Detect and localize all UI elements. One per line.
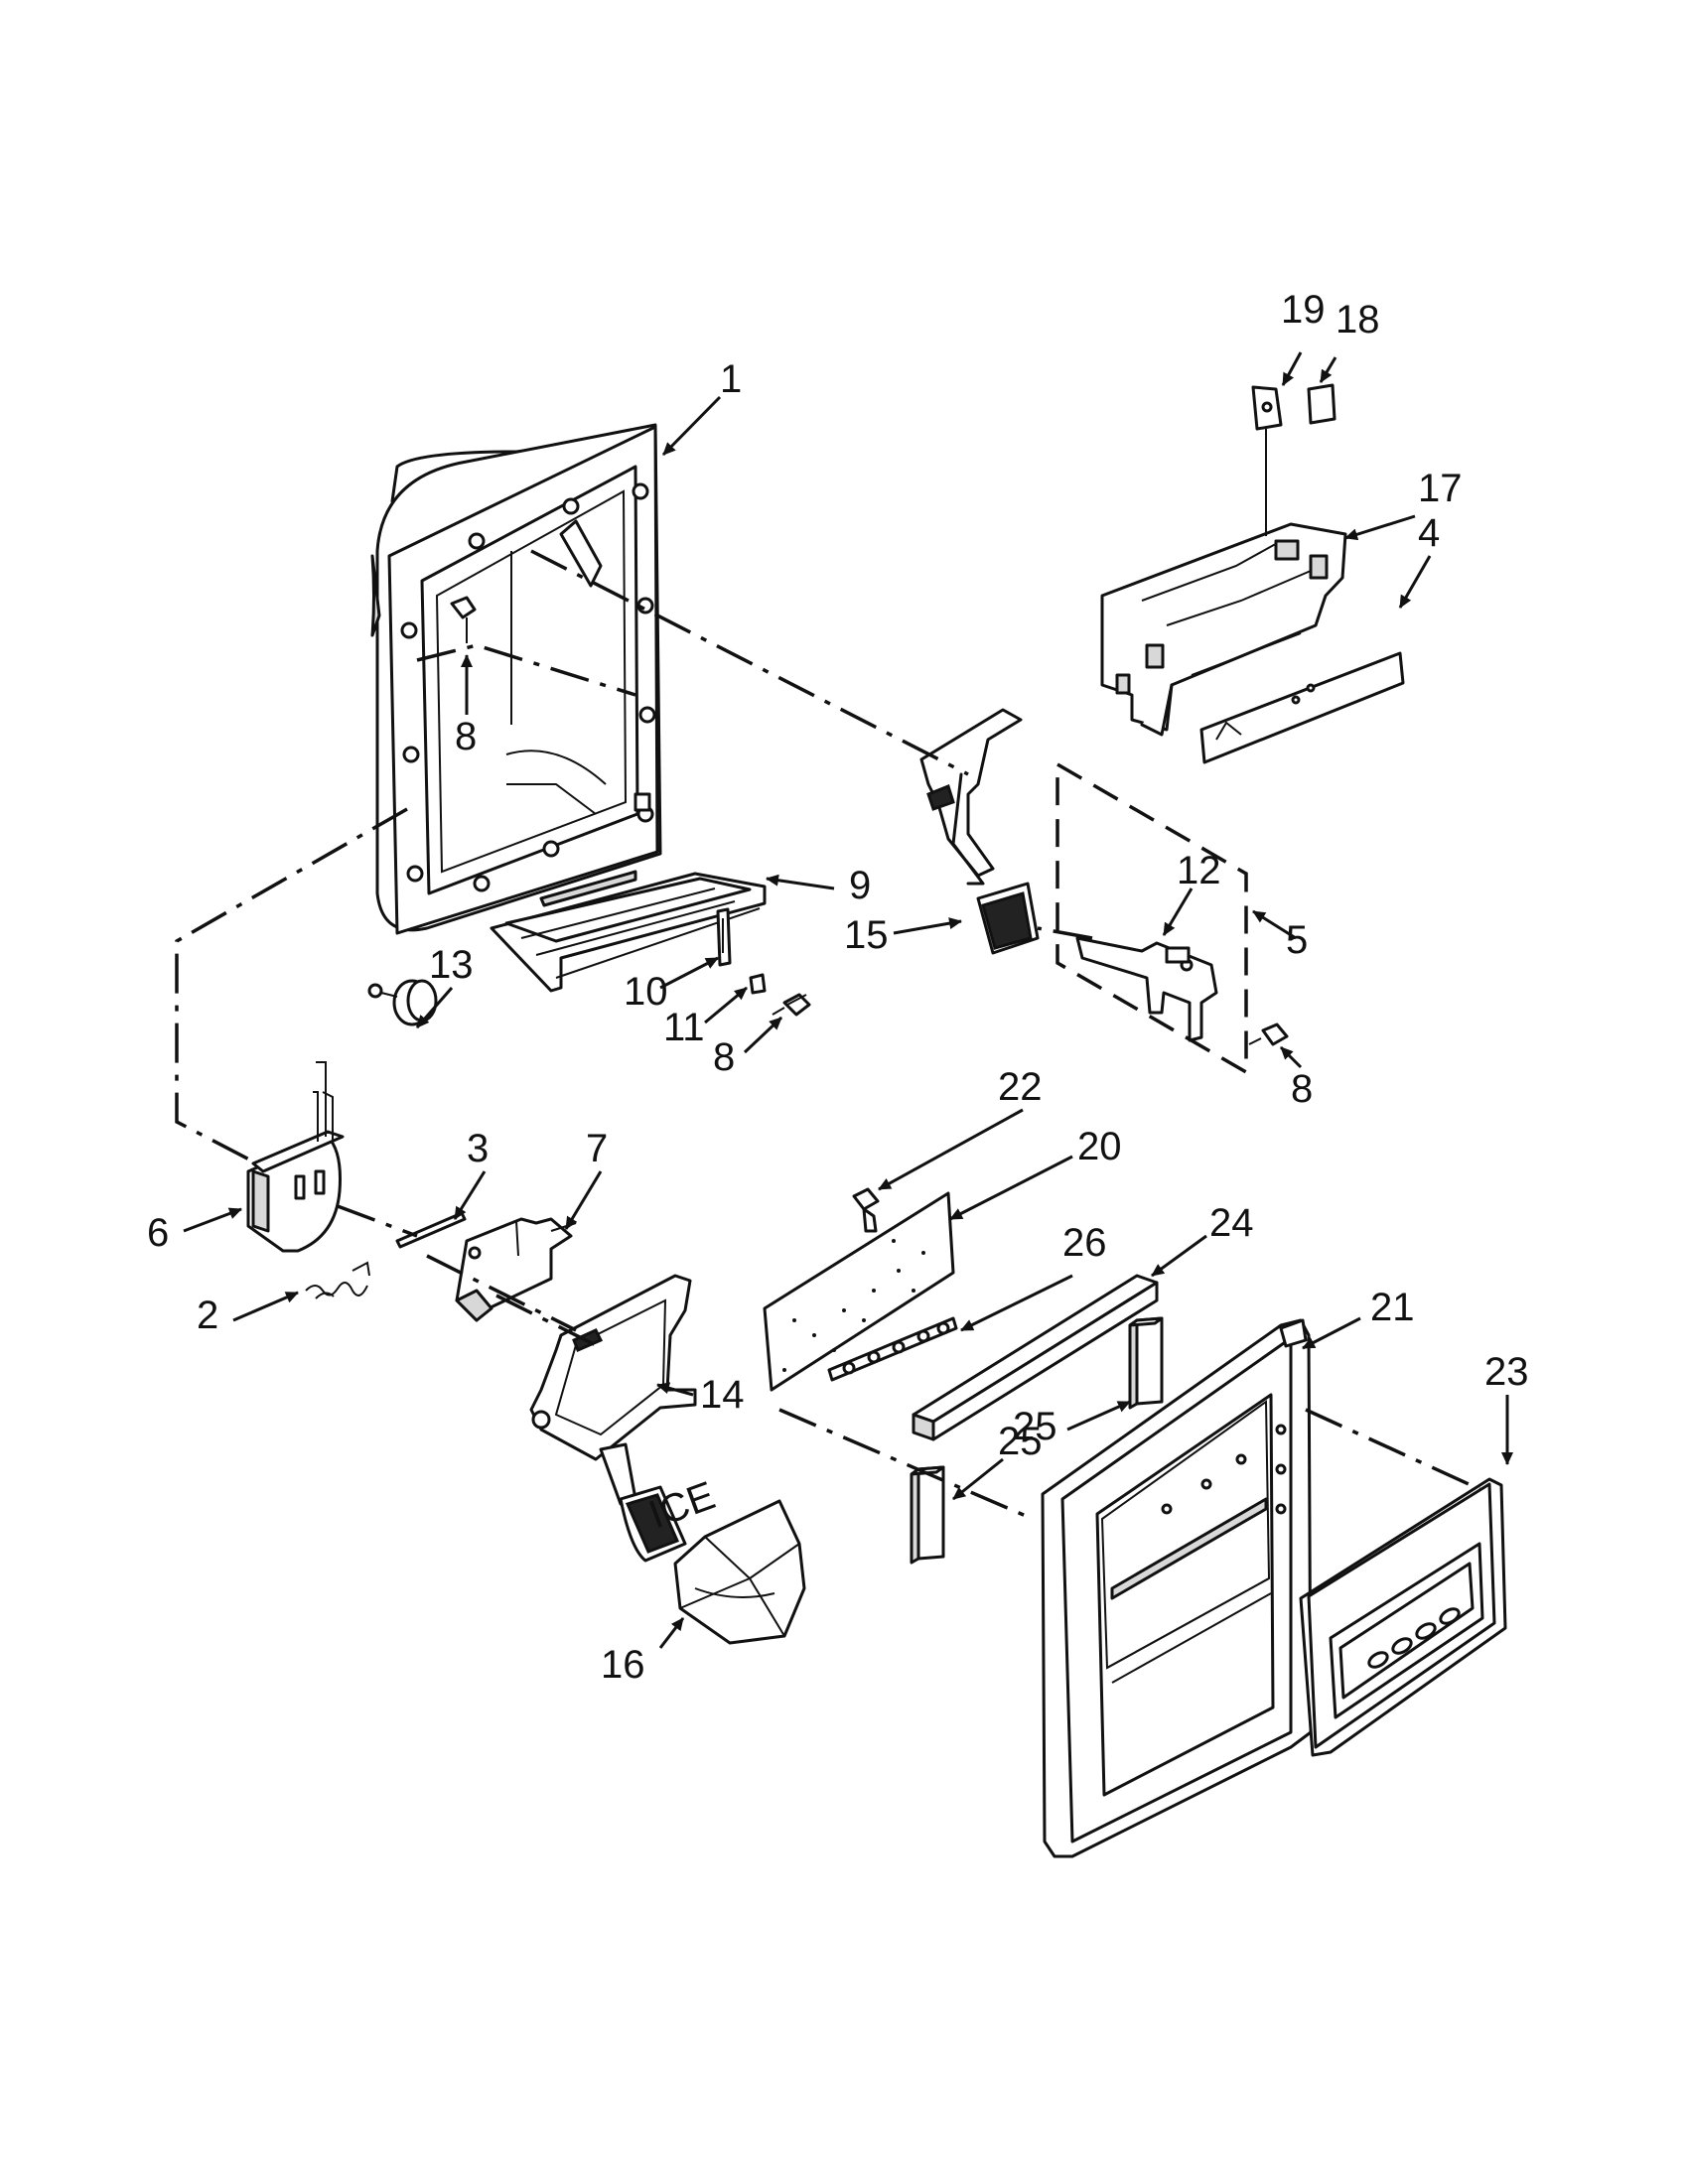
callout-25-right: 25 (1013, 1405, 1057, 1448)
callout-23: 23 (1484, 1350, 1529, 1394)
callout-labels: 1 2 3 4 5 6 7 8 8 8 9 10 11 12 13 14 15 … (147, 288, 1529, 1687)
callout-7: 7 (586, 1127, 608, 1170)
part-14-dispenser-lever (529, 1274, 697, 1563)
part-15-dispenser-arm (919, 708, 1040, 955)
callout-24: 24 (1209, 1201, 1254, 1245)
callout-25-left: 25 (998, 1420, 1043, 1463)
callout-9: 9 (849, 864, 871, 907)
part-8-screw-right (1248, 1023, 1289, 1046)
part-12-lever (1075, 936, 1218, 1042)
part-16-chute-funnel (673, 1499, 806, 1645)
part-17-actuator-bracket (1100, 522, 1347, 737)
part-11-clip (749, 973, 767, 995)
callout-6: 6 (147, 1211, 169, 1255)
part-4-control-board-cover (1199, 651, 1405, 764)
board-pins (782, 1239, 925, 1372)
callout-13: 13 (429, 943, 474, 987)
callout-11: 11 (663, 1006, 705, 1049)
callout-8-right: 8 (1291, 1067, 1313, 1111)
part-1-dispenser-housing (370, 423, 662, 935)
callout-1: 1 (720, 357, 742, 401)
leader-arrows (183, 351, 1513, 1649)
callout-14: 14 (700, 1373, 745, 1417)
part-13-solenoid (367, 979, 438, 1026)
part-23-control-panel (1299, 1477, 1507, 1757)
callout-20: 20 (1077, 1125, 1122, 1168)
callout-4: 4 (1418, 511, 1440, 555)
part-24-bar (912, 1274, 1159, 1441)
callout-10: 10 (624, 970, 668, 1014)
part-7-door-bracket (455, 1217, 577, 1322)
part-25-spacer-left (910, 1465, 945, 1565)
callout-19: 19 (1281, 288, 1326, 332)
callout-8-top: 8 (455, 715, 477, 758)
callout-15: 15 (844, 913, 889, 957)
part-10-spring-bracket (716, 907, 732, 967)
part-21-dispenser-front (1041, 1318, 1313, 1858)
callout-18: 18 (1336, 298, 1380, 341)
part-8-screw-center (772, 993, 811, 1017)
part-26-led-strip (827, 1316, 958, 1382)
callout-22: 22 (998, 1065, 1043, 1109)
part-19-switch (1251, 385, 1283, 536)
assembly-lines (175, 549, 1480, 1521)
callout-2: 2 (197, 1294, 218, 1337)
part-6-motor (246, 1061, 345, 1253)
callout-12: 12 (1177, 849, 1221, 892)
ice-paddle-label: ICE (643, 1473, 721, 1537)
part-8-screw-top (450, 596, 477, 643)
part-20-control-board (763, 1191, 955, 1392)
part-18-switch-insulator (1307, 383, 1336, 425)
part-25-spacer-right (1128, 1316, 1164, 1410)
callout-8-center: 8 (713, 1035, 735, 1079)
part-2-spring (305, 1261, 370, 1299)
callout-5: 5 (1286, 918, 1308, 962)
part-22-screw (852, 1187, 880, 1233)
callout-16: 16 (601, 1643, 645, 1687)
callout-3: 3 (467, 1127, 489, 1170)
callout-17: 17 (1418, 467, 1463, 510)
callout-26: 26 (1062, 1221, 1107, 1265)
callout-21: 21 (1370, 1286, 1415, 1329)
